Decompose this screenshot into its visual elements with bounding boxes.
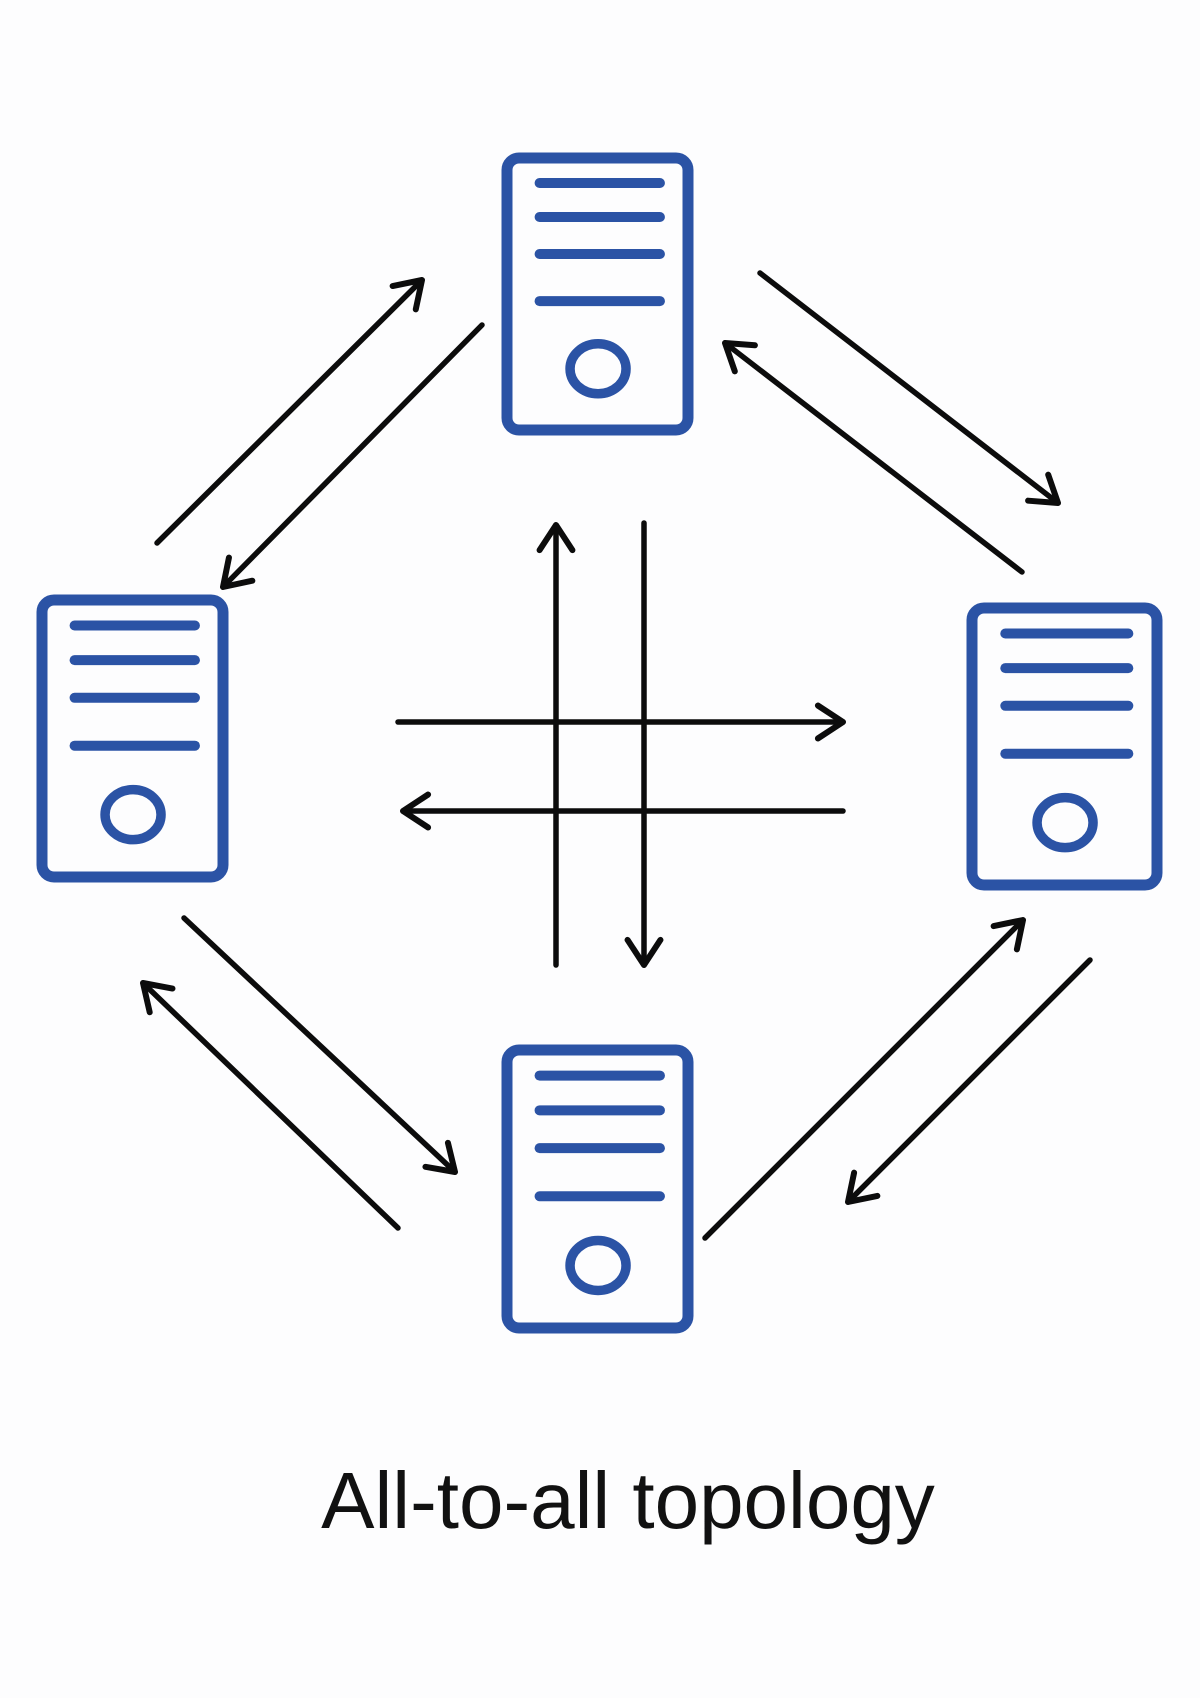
arrow-bottom-to-top-center xyxy=(536,522,576,968)
server-power-button xyxy=(100,784,166,845)
arrow-right-to-bottom xyxy=(845,957,1093,1205)
server-top-icon xyxy=(501,152,694,436)
arrow-shaft xyxy=(154,277,425,546)
server-chassis xyxy=(966,602,1163,891)
server-chassis xyxy=(501,152,694,436)
arrow-shaft xyxy=(181,915,458,1175)
arrow-right-to-left-center xyxy=(400,791,846,831)
server-power-button xyxy=(565,1235,631,1296)
arrow-shaft xyxy=(845,957,1093,1205)
diagram-title: All-to-all topology xyxy=(321,1456,935,1545)
arrow-bottom-to-left xyxy=(140,980,401,1231)
arrow-shaft xyxy=(702,917,1026,1241)
arrow-head xyxy=(990,917,1026,953)
arrow-bottom-to-right xyxy=(702,917,1026,1241)
arrow-left-to-top xyxy=(154,277,425,546)
arrow-left-to-bottom xyxy=(181,915,458,1175)
arrow-head xyxy=(814,702,846,742)
arrow-top-to-bottom-center xyxy=(624,520,664,968)
server-right-icon xyxy=(966,602,1163,891)
arrow-top-to-right xyxy=(757,270,1061,506)
arrow-head xyxy=(140,980,176,1016)
server-left-icon xyxy=(36,594,229,883)
arrow-shaft xyxy=(220,322,485,590)
arrow-head xyxy=(220,554,256,590)
arrow-top-to-left xyxy=(220,322,485,590)
arrow-head xyxy=(845,1169,881,1205)
arrow-head xyxy=(422,1139,458,1175)
arrow-head xyxy=(722,340,758,375)
arrows-layer xyxy=(140,270,1093,1241)
arrow-head xyxy=(1025,471,1061,506)
server-power-button xyxy=(1032,792,1098,853)
server-bottom-icon xyxy=(501,1044,694,1334)
server-power-button xyxy=(565,339,631,399)
arrow-left-to-right-center xyxy=(395,702,846,742)
server-chassis xyxy=(36,594,229,883)
arrow-head xyxy=(400,791,432,831)
arrow-right-to-top xyxy=(722,340,1025,575)
arrow-shaft xyxy=(757,270,1061,506)
arrow-head xyxy=(536,522,576,554)
server-chassis xyxy=(501,1044,694,1334)
nodes-layer xyxy=(36,152,1163,1334)
arrow-head xyxy=(624,936,664,968)
arrow-head xyxy=(389,277,425,313)
arrow-shaft xyxy=(140,980,401,1231)
arrow-shaft xyxy=(722,340,1025,575)
